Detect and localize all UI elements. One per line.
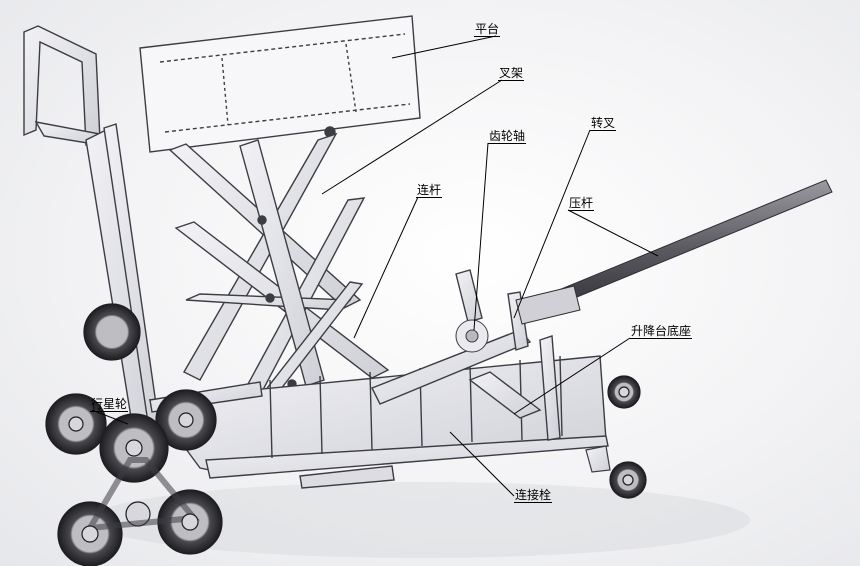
ground-shadow [90,482,750,558]
leader-lines [91,35,659,497]
label-connecting-rod: 连杆 [416,183,443,198]
base-frame [148,355,609,489]
label-connecting-pin: 连接栓 [514,488,553,503]
press-rod [515,179,833,325]
label-rotary-fork: 转叉 [590,116,617,131]
label-scissor: 叉架 [498,66,525,81]
gear-teeth [455,319,489,353]
label-gear-shaft: 齿轮轴 [488,129,527,144]
lift-mechanism [371,269,561,441]
label-platform: 平台 [474,22,501,37]
platform-plate [139,15,421,153]
handle-frame [23,25,161,449]
planet-wheels [45,303,223,566]
caster-wheels [585,375,647,499]
scissor-arms [168,132,390,461]
label-planet-wheel: 行星轮 [90,397,129,412]
label-press-rod: 压杆 [568,196,595,211]
label-lift-base: 升降台底座 [630,324,693,339]
